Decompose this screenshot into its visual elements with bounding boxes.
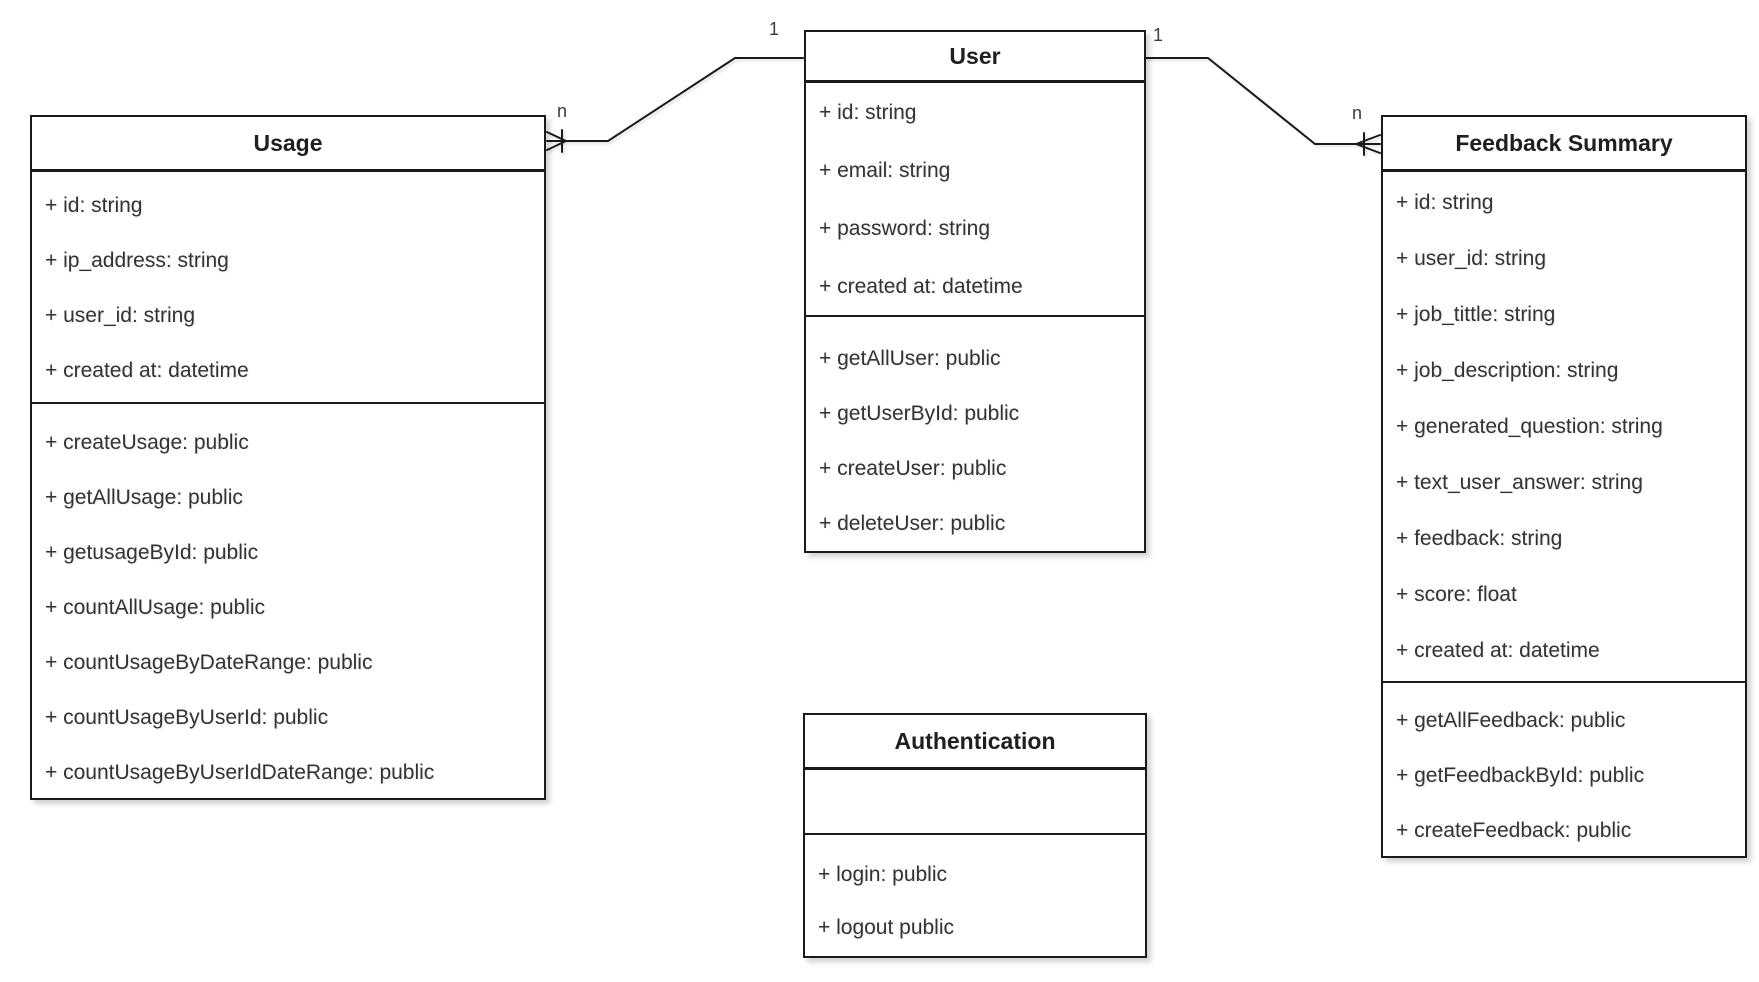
- methods-section: + login: public + logout public: [805, 835, 1145, 956]
- member-row: + password: string: [819, 217, 990, 240]
- attributes-section: [805, 770, 1145, 835]
- relation-user-usage-line: [565, 57, 804, 142]
- multiplicity-label-user-usage-n: n: [557, 101, 568, 121]
- class-feedback-summary: Feedback Summary + id: string + user_id: …: [1381, 115, 1747, 858]
- member-row: + created at: datetime: [819, 275, 1023, 298]
- member-row: + job_tittle: string: [1396, 303, 1556, 326]
- relation-user-feedback-line: [1144, 57, 1357, 145]
- member-row: + email: string: [819, 159, 951, 182]
- class-title: Usage: [32, 117, 544, 172]
- member-row: + getAllFeedback: public: [1396, 708, 1626, 732]
- member-row: + countUsageByUserIdDateRange: public: [45, 760, 435, 784]
- member-row: + user_id: string: [1396, 247, 1546, 270]
- member-row: + createUsage: public: [45, 430, 249, 454]
- member-row: + score: float: [1396, 583, 1517, 606]
- member-row: + ip_address: string: [45, 248, 229, 272]
- crow-foot-many-icon: [546, 129, 567, 153]
- class-usage: Usage + id: string+ ip_address: string+ …: [30, 115, 546, 800]
- member-row: + getAllUser: public: [819, 346, 1001, 370]
- class-authentication: Authentication + login: public + logout p…: [803, 713, 1147, 958]
- attributes-section: + id: string + ip_address: string + user_i…: [32, 172, 544, 404]
- member-row: + countAllUsage: public: [45, 595, 266, 619]
- class-title: Feedback Summary: [1383, 117, 1745, 172]
- relation-user-usage: [546, 57, 804, 153]
- attributes-section: + id: string + user_id: string + job_tittl…: [1383, 172, 1745, 683]
- methods-section: + getAllFeedback: public + getFeedbackByI…: [1383, 683, 1745, 856]
- class-title: Authentication: [805, 715, 1145, 770]
- member-row: + logout public: [818, 915, 955, 939]
- relation-user-feedback: [1144, 57, 1381, 156]
- member-row: + deleteUser: public: [819, 511, 1006, 535]
- member-row: + countUsageByDateRange: public: [45, 650, 373, 674]
- methods-section: + getAllUser: public + getUserById: publi…: [806, 317, 1144, 551]
- member-row: + createFeedback: public: [1396, 818, 1632, 842]
- member-row: + countUsageByUserId: public: [45, 705, 329, 729]
- member-row: + createUser: public: [819, 456, 1007, 480]
- multiplicity-label-user-feedback-n: n: [1352, 103, 1363, 123]
- member-row: + getFeedbackById: public: [1396, 763, 1645, 787]
- member-row: + getAllUsage: public: [45, 485, 243, 509]
- member-row: + job_description: string: [1396, 359, 1619, 382]
- multiplicity-label-user-usage-1: 1: [769, 19, 780, 39]
- member-row: + id: string: [1396, 191, 1494, 214]
- member-row: + id: string: [819, 101, 917, 124]
- crow-foot-many-icon: [1355, 132, 1381, 156]
- member-row: + id: string: [45, 193, 143, 217]
- multiplicity-label-user-feedback-1: 1: [1153, 25, 1164, 45]
- member-row: + created at: datetime: [45, 358, 249, 382]
- member-row: + generated_question: string: [1396, 415, 1663, 438]
- member-row: + text_user_answer: string: [1396, 471, 1643, 494]
- methods-section: + createUsage: public + getAllUsage: publ…: [32, 404, 544, 798]
- member-row: + getusageById: public: [45, 540, 259, 564]
- attributes-section: + id: string + email: string + password: s…: [806, 83, 1144, 317]
- member-row: + user_id: string: [45, 303, 195, 327]
- member-row: + created at: datetime: [1396, 639, 1600, 662]
- member-row: + login: public: [818, 862, 948, 886]
- member-row: + getUserById: public: [819, 401, 1020, 425]
- class-title: User: [806, 32, 1144, 83]
- member-row: + feedback: string: [1396, 527, 1563, 550]
- class-user: User + id: string + email: string + passwo…: [804, 30, 1146, 553]
